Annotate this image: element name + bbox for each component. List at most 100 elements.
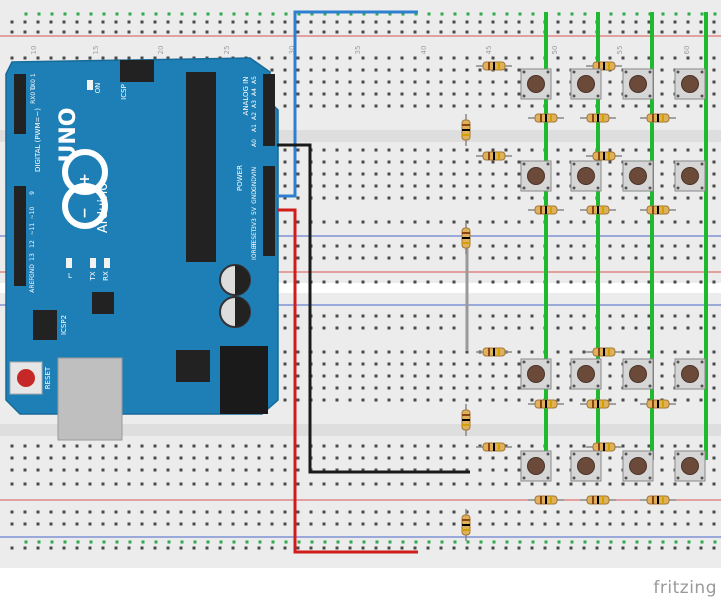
breadboard-hole (673, 30, 677, 34)
breadboard-hole (413, 20, 417, 24)
breadboard-hole (660, 374, 664, 378)
breadboard-hole (335, 444, 339, 448)
breadboard-hole (660, 256, 664, 260)
breadboard-hole (556, 68, 560, 72)
pushbutton[interactable] (570, 68, 602, 100)
breadboard-hole (478, 172, 482, 176)
breadboard-hole (556, 280, 560, 284)
breadboard-hole (23, 510, 27, 514)
pushbutton[interactable] (674, 358, 706, 390)
breadboard-hole (608, 256, 612, 260)
breadboard-hole (582, 196, 586, 200)
breadboard-hole (283, 148, 287, 152)
breadboard-hole (400, 104, 404, 108)
breadboard-hole (23, 30, 27, 34)
breadboard-hole (426, 326, 430, 330)
breadboard-hole (452, 326, 456, 330)
breadboard-hole (621, 398, 625, 402)
breadboard-hole (504, 546, 508, 550)
breadboard-hole (127, 456, 131, 460)
breadboard-hole (673, 256, 677, 260)
breadboard-hole (374, 30, 378, 34)
pushbutton[interactable] (570, 358, 602, 390)
breadboard-hole (322, 546, 326, 550)
pushbutton[interactable] (622, 450, 654, 482)
breadboard-hole (439, 456, 443, 460)
pushbutton[interactable] (570, 450, 602, 482)
breadboard-hole (504, 386, 508, 390)
rail-hole (115, 540, 119, 544)
breadboard-hole (387, 92, 391, 96)
breadboard-hole (426, 184, 430, 188)
breadboard-hole (179, 56, 183, 60)
pushbutton[interactable] (622, 358, 654, 390)
pushbutton[interactable] (520, 160, 552, 192)
breadboard-hole (374, 362, 378, 366)
breadboard-hole (491, 398, 495, 402)
pin-label: 13 (29, 253, 36, 261)
resistor (586, 151, 622, 161)
pushbutton[interactable] (674, 160, 706, 192)
breadboard-hole (400, 68, 404, 72)
pin-label: ~10 (29, 206, 36, 219)
breadboard-hole (296, 350, 300, 354)
breadboard-hole (140, 20, 144, 24)
breadboard-hole (439, 92, 443, 96)
pushbutton[interactable] (520, 358, 552, 390)
breadboard-hole (140, 456, 144, 460)
pushbutton[interactable] (674, 68, 706, 100)
breadboard-hole (660, 92, 664, 96)
breadboard-hole (257, 56, 261, 60)
breadboard-hole (595, 510, 599, 514)
pushbutton[interactable] (622, 160, 654, 192)
breadboard-hole (361, 522, 365, 526)
breadboard-hole (270, 482, 274, 486)
breadboard-hole (387, 30, 391, 34)
resistor (586, 61, 622, 71)
rail-hole (466, 540, 470, 544)
rail-hole (557, 12, 561, 16)
rail-hole (362, 12, 366, 16)
rail-hole (63, 540, 67, 544)
breadboard-hole (439, 350, 443, 354)
breadboard-hole (62, 444, 66, 448)
breadboard-hole (556, 256, 560, 260)
breadboard-hole (36, 468, 40, 472)
pushbutton[interactable] (674, 450, 706, 482)
breadboard-hole (556, 482, 560, 486)
rail-hole (427, 540, 431, 544)
breadboard-hole (75, 510, 79, 514)
breadboard-hole (478, 244, 482, 248)
breadboard-hole (231, 482, 235, 486)
rail-hole (713, 12, 717, 16)
breadboard-hole (361, 68, 365, 72)
breadboard-hole (517, 326, 521, 330)
breadboard-hole (660, 456, 664, 460)
breadboard-hole (335, 510, 339, 514)
breadboard-hole (387, 220, 391, 224)
pushbutton[interactable] (520, 68, 552, 100)
breadboard-hole (439, 68, 443, 72)
breadboard-hole (504, 314, 508, 318)
black-wire (277, 143, 470, 474)
l-led (66, 258, 72, 268)
breadboard-hole (374, 326, 378, 330)
arduino-uno-board[interactable]: − + UNO Arduino ICSP ICSP2 RESET ON DIGI… (5, 57, 279, 441)
breadboard-hole (478, 522, 482, 526)
breadboard-hole (88, 56, 92, 60)
pushbutton[interactable] (622, 68, 654, 100)
breadboard-hole (478, 30, 482, 34)
breadboard-hole (517, 350, 521, 354)
pin-label: A0 (251, 139, 258, 147)
breadboard-hole (387, 482, 391, 486)
reset-button-cap[interactable] (17, 369, 35, 387)
breadboard-hole (426, 80, 430, 84)
breadboard-hole (400, 56, 404, 60)
center-channel-bottom (0, 424, 721, 436)
breadboard-hole (621, 56, 625, 60)
breadboard-hole (465, 220, 469, 224)
pushbutton[interactable] (520, 450, 552, 482)
breadboard-hole (179, 546, 183, 550)
rail-hole (609, 12, 613, 16)
pushbutton[interactable] (570, 160, 602, 192)
